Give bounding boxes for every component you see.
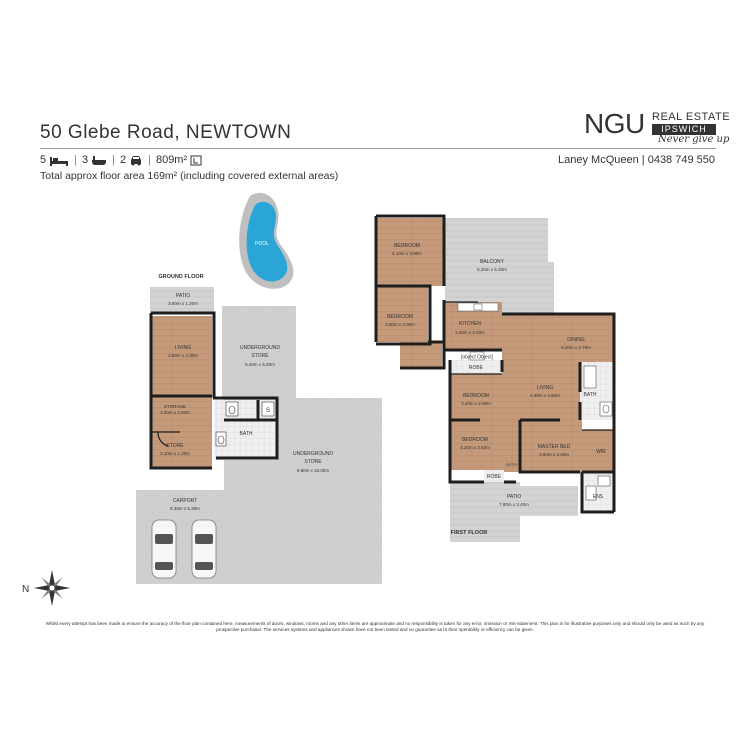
first-robe-2-name: ROBE	[487, 474, 502, 480]
first-bedroom-4-name: BEDROOM	[462, 437, 488, 443]
ground-patio	[150, 287, 214, 313]
first-entry	[502, 420, 520, 472]
first-bedroom-1-name: BEDROOM	[394, 243, 420, 249]
first-bedroom-2-size: 3.60m x 3.00m	[385, 322, 415, 327]
first-entry-name: ENTRY	[506, 463, 518, 467]
pool-area: POOL	[239, 192, 294, 289]
svg-text:S: S	[266, 408, 270, 414]
first-bedroom-3-name: BEDROOM	[463, 393, 489, 399]
ground-storage	[152, 396, 212, 432]
ground-living	[152, 316, 212, 396]
car-1	[151, 519, 177, 579]
bath-icon	[92, 155, 107, 165]
underground-store-1	[222, 306, 296, 398]
first-bedroom-4-size: 3.20m x 3.60m	[460, 445, 490, 450]
first-balcony	[445, 218, 548, 314]
first-robe-1-name: ROBE	[469, 365, 484, 371]
first-master-name: MASTER BED	[538, 444, 571, 450]
first-living-name: LIVING	[537, 385, 554, 391]
underground-store-2-name-a: UNDERGROUND	[293, 451, 333, 457]
brand-real-estate: REAL ESTATE	[652, 111, 731, 123]
first-patio-size: 7.80m x 3.40m	[499, 502, 529, 507]
ground-patio-name: PATIO	[176, 293, 190, 299]
carport-size: 5.30m x 5.30m	[170, 506, 200, 511]
carport-name: CARPORT	[173, 498, 197, 504]
first-ens-name: ENS	[593, 494, 604, 500]
compass-north-label: N	[22, 584, 29, 595]
brand-tagline: Never give up	[658, 134, 730, 145]
fridge-label: [object Object]	[461, 355, 494, 361]
first-dining-name: DINING	[567, 337, 585, 343]
first-floor-label: FIRST FLOOR	[451, 530, 488, 536]
first-bedroom-1-size: 4.10m x 3.90m	[392, 251, 422, 256]
first-bedroom-3	[450, 374, 502, 420]
first-bedroom-4	[450, 420, 502, 470]
first-bedroom-2-name: BEDROOM	[387, 314, 413, 320]
total-area: Total approx floor area 169m² (including…	[40, 170, 339, 182]
first-robe-1	[450, 360, 502, 374]
first-living	[502, 362, 580, 420]
first-patio	[450, 482, 520, 542]
first-balcony-name: BALCONY	[480, 259, 505, 265]
ground-store-name: STORE	[166, 443, 184, 449]
brand-logo: NGU	[584, 108, 645, 139]
ground-patio-size: 3.80m x 1.20m	[168, 301, 198, 306]
first-balcony-size: 5.20m x 5.40m	[477, 267, 507, 272]
ground-floor-label: GROUND FLOOR	[158, 274, 203, 280]
baths-count: 3	[81, 154, 89, 166]
first-living-size: 4.40m x 3.50m	[530, 393, 560, 398]
first-bedroom-3-size: 3.40m x 2.90m	[461, 401, 491, 406]
brand-location: IPSWICH	[652, 124, 716, 135]
first-kitchen-name: KITCHEN	[459, 321, 481, 327]
first-patio-name: PATIO	[507, 494, 521, 500]
property-stats: 5 | 3 | 2 | 809m²	[40, 153, 202, 167]
first-dining-size: 6.20m x 2.70m	[561, 345, 591, 350]
ground-living-name: LIVING	[175, 345, 192, 351]
beds-count: 5	[40, 154, 47, 166]
compass-icon: N	[22, 570, 70, 606]
ground-store-size: 3.10m x 1.20m	[160, 451, 190, 456]
land-icon	[190, 155, 202, 165]
car-2	[191, 519, 217, 579]
bed-icon	[50, 156, 69, 166]
pool-label: POOL	[255, 241, 269, 247]
ground-storage-size: 3.20m x 2.80m	[160, 410, 190, 415]
header-divider	[40, 148, 716, 149]
first-bath-name: BATH	[584, 392, 597, 398]
property-address: 50 Glebe Road, NEWTOWN	[40, 122, 292, 143]
first-bedroom-1	[376, 218, 444, 286]
underground-store-2-name-b: STORE	[304, 459, 322, 465]
first-robe-2	[484, 470, 504, 482]
first-dining	[502, 314, 614, 362]
disclaimer: Whilst every attempt has been made to en…	[45, 621, 705, 632]
ground-storage-name: STORAGE	[164, 404, 186, 409]
ground-bath-name: BATH	[240, 431, 253, 437]
ground-store	[152, 432, 212, 468]
first-wir	[582, 430, 614, 472]
first-bedroom-2	[376, 286, 428, 342]
first-master-size: 3.60m x 3.40m	[539, 452, 569, 457]
cars-count: 2	[119, 154, 127, 166]
first-kitchen-size: 3.60m x 3.60m	[455, 330, 485, 335]
underground-store-1-size: 5.40m x 5.20m	[245, 362, 275, 367]
ground-living-size: 3.80m x 4.30m	[168, 353, 198, 358]
underground-store-2-size: 9.80m x 10.00m	[297, 468, 330, 473]
underground-store-1-name-a: UNDERGROUND	[240, 345, 280, 351]
first-master	[520, 420, 582, 472]
agent-contact: Laney McQueen | 0438 749 550	[558, 154, 715, 166]
first-wir-name: WIR	[596, 449, 606, 455]
underground-store-1-name-b: STORE	[251, 353, 269, 359]
car-icon	[131, 155, 142, 165]
land-size: 809m²	[155, 154, 188, 166]
